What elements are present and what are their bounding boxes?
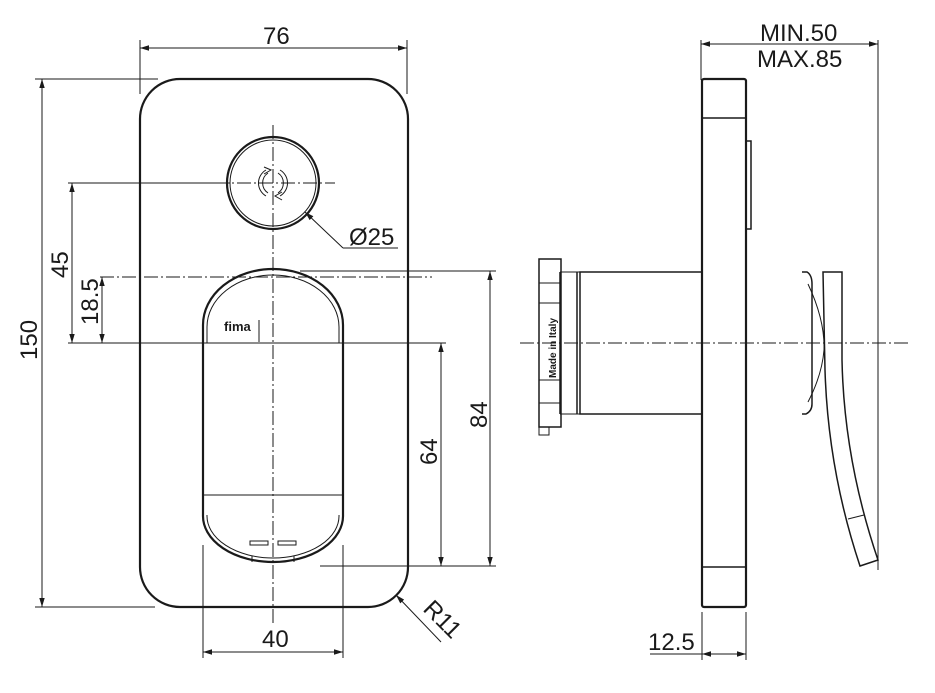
- side-view: Made in Italy MIN.50 MAX.85 12.5: [520, 20, 910, 660]
- dimension-radius-11: R11: [395, 594, 467, 644]
- svg-text:76: 76: [263, 23, 290, 50]
- dimension-18-5: 18.5: [77, 277, 105, 343]
- lever-slot-right: [277, 540, 297, 546]
- svg-text:18.5: 18.5: [77, 278, 104, 325]
- svg-text:MAX.85: MAX.85: [757, 46, 842, 73]
- svg-text:12.5: 12.5: [648, 629, 695, 656]
- knob-profile: [745, 140, 752, 230]
- dimension-depth: MIN.50 MAX.85: [700, 20, 879, 570]
- svg-text:150: 150: [16, 320, 43, 360]
- svg-text:84: 84: [466, 401, 493, 428]
- mixer-lever-side: [802, 271, 879, 567]
- svg-text:40: 40: [262, 626, 289, 653]
- dimension-height-150: 150: [16, 78, 158, 608]
- svg-text:Ø25: Ø25: [349, 224, 394, 251]
- brand-logo: fima: [224, 319, 252, 334]
- cartridge-nut: Made in Italy: [538, 258, 562, 436]
- dimension-45: 45: [47, 182, 230, 344]
- svg-text:R11: R11: [418, 595, 467, 644]
- made-in-italy-label: Made in Italy: [548, 318, 559, 378]
- dimension-64: 64: [320, 342, 496, 567]
- dimension-84: 84: [300, 270, 496, 566]
- svg-text:64: 64: [416, 438, 443, 465]
- dimension-diameter-25: Ø25: [304, 211, 398, 251]
- dimension-lever-width-40: 40: [202, 545, 344, 658]
- dimension-plate-thickness: 12.5: [648, 612, 747, 660]
- svg-text:45: 45: [47, 251, 74, 278]
- front-view: fima 76 150 45: [16, 23, 496, 658]
- lever-slot-left: [249, 540, 269, 546]
- svg-text:MIN.50: MIN.50: [760, 20, 837, 47]
